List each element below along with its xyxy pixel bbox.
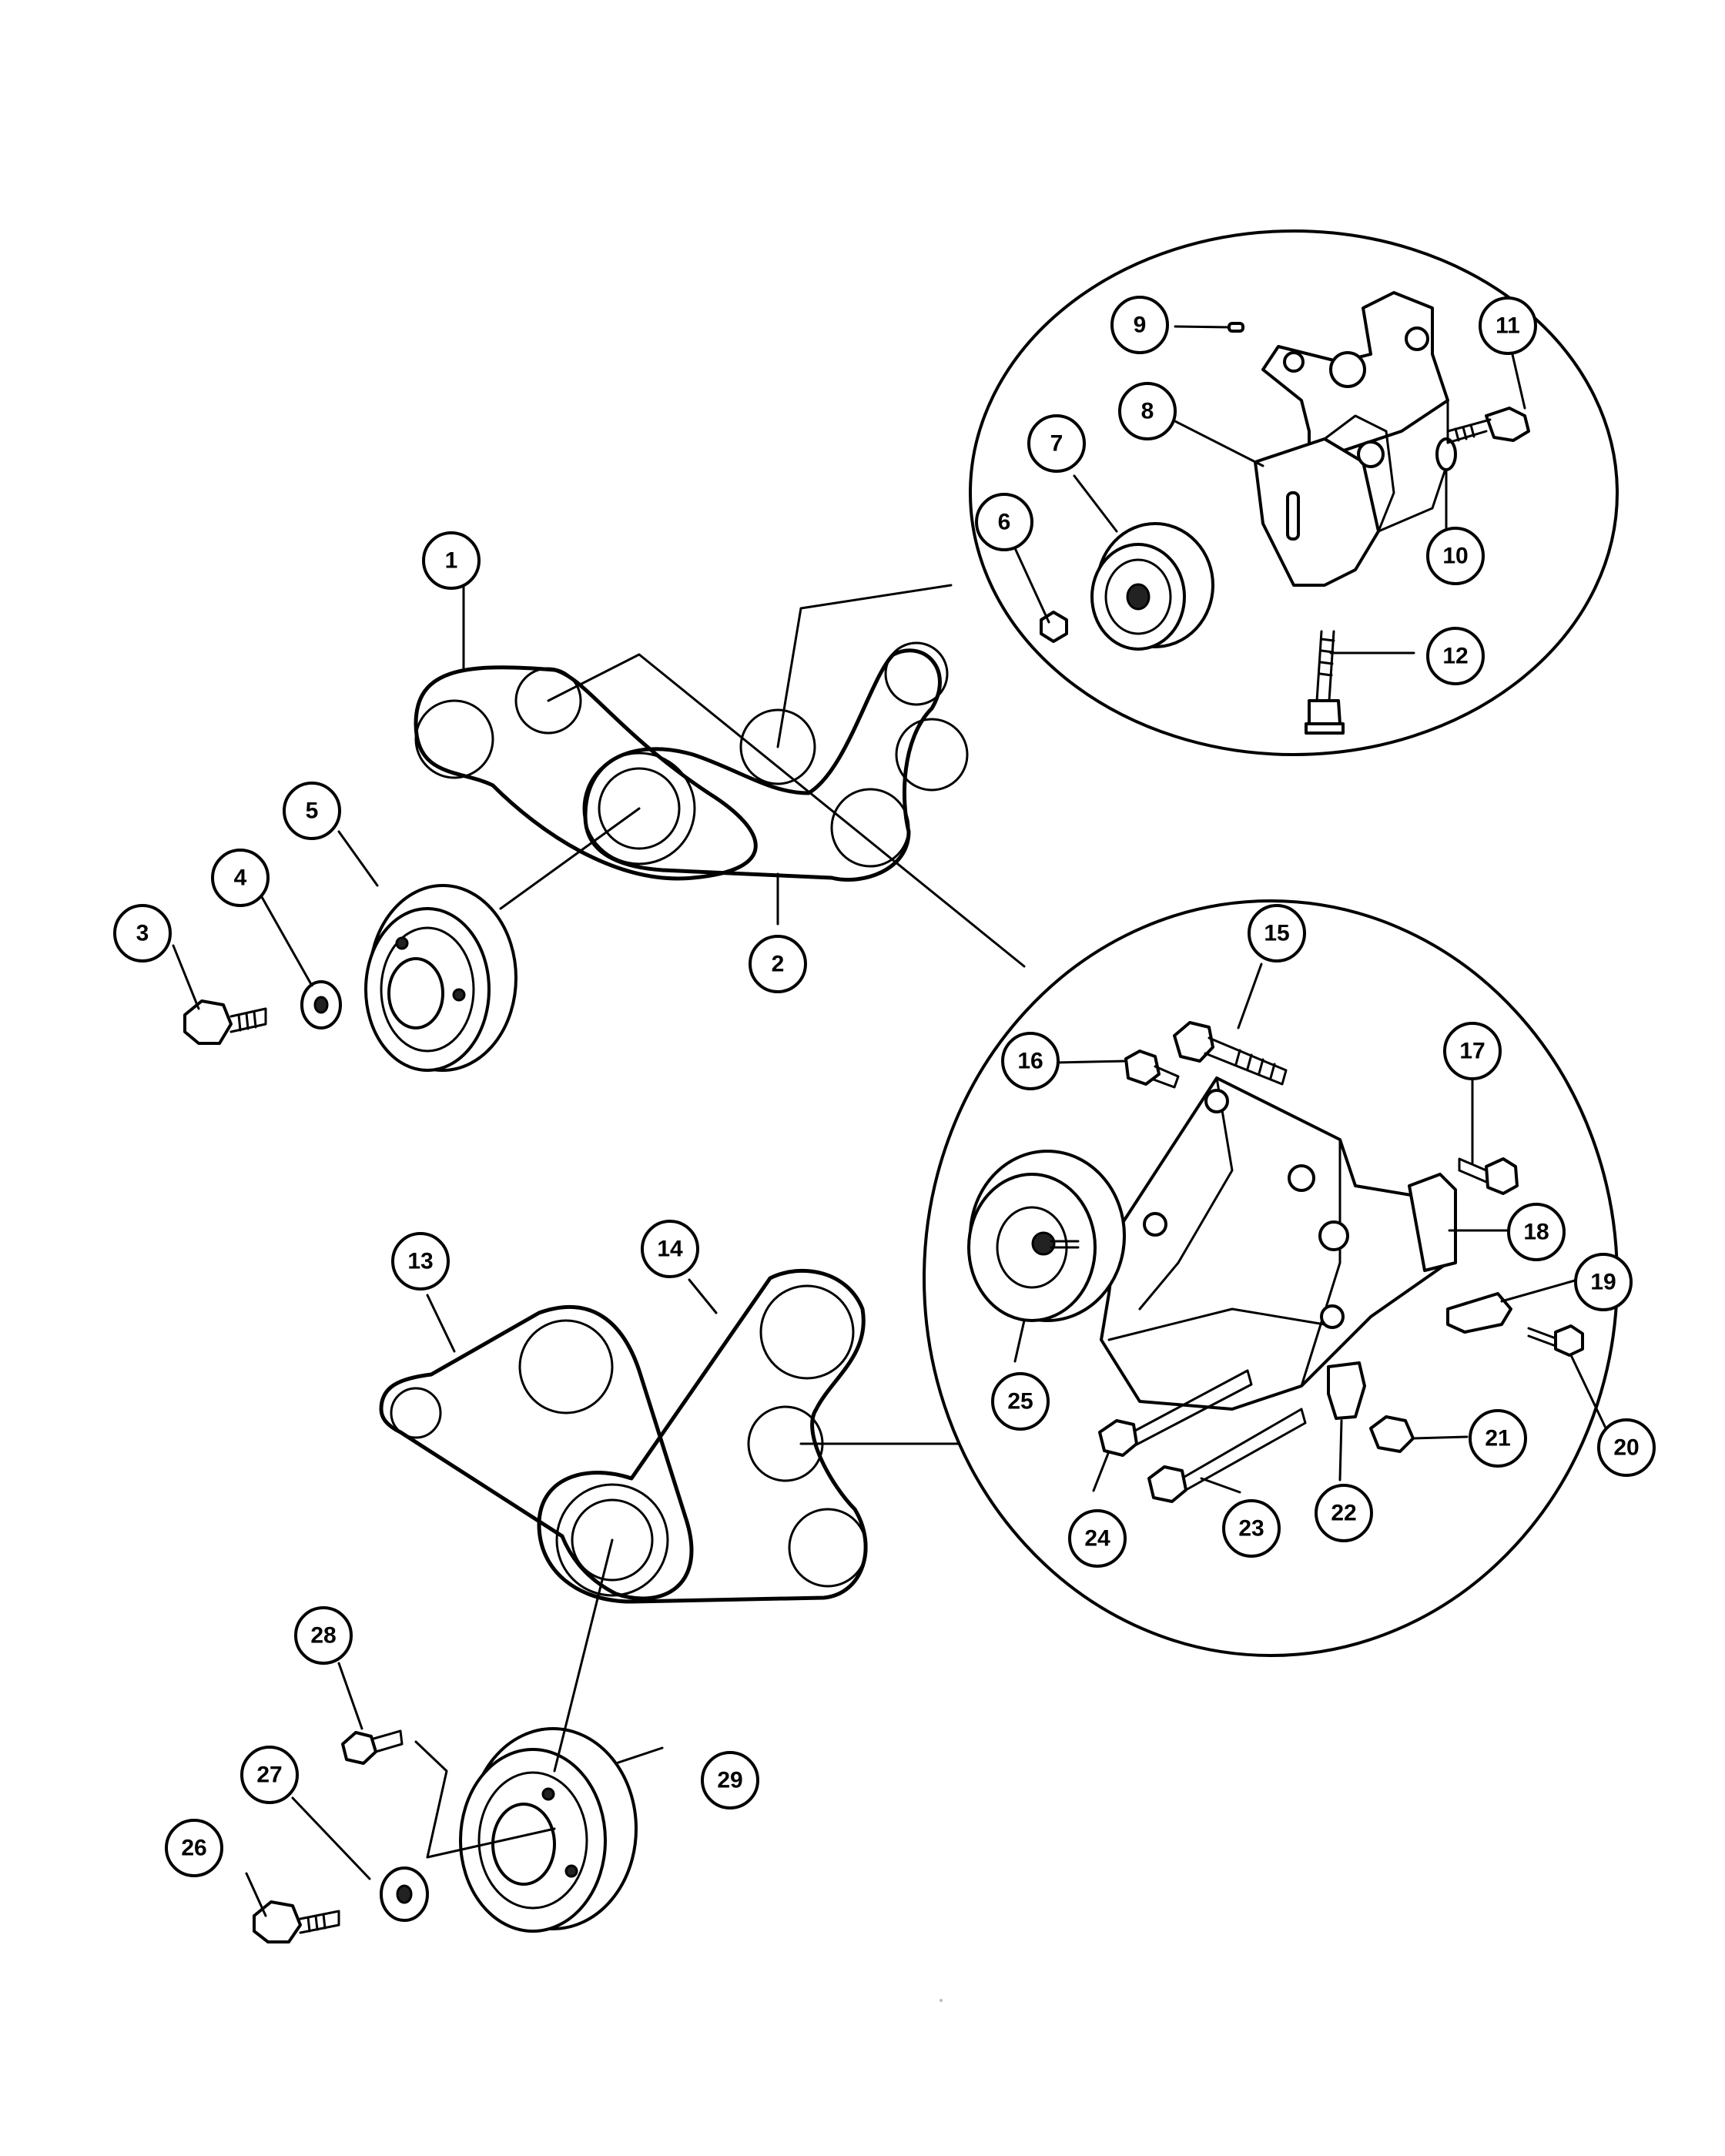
svg-text:5: 5 xyxy=(306,798,319,824)
callout-26: 26 xyxy=(165,1819,223,1877)
svg-text:20: 20 xyxy=(1613,1435,1639,1461)
callout-17: 17 xyxy=(1443,1022,1502,1080)
crankshaft-pulley-part xyxy=(364,884,518,1072)
belt-part-2 xyxy=(583,648,942,882)
belt-part-13 xyxy=(379,1304,694,1601)
svg-text:1: 1 xyxy=(445,548,458,574)
svg-text:3: 3 xyxy=(136,921,149,946)
callout-14: 14 xyxy=(641,1220,699,1278)
bolt-part xyxy=(183,999,267,1045)
idler-pulley-part xyxy=(1090,522,1214,651)
callout-25: 25 xyxy=(991,1372,1050,1431)
callout-2: 2 xyxy=(749,935,807,993)
upper-belt-routing xyxy=(414,641,969,882)
callout-29: 29 xyxy=(701,1751,759,1810)
svg-text:6: 6 xyxy=(998,510,1011,535)
callout-8: 8 xyxy=(1118,382,1177,440)
washer-part xyxy=(396,1884,413,1904)
svg-text:4: 4 xyxy=(234,865,247,891)
svg-text:29: 29 xyxy=(717,1768,742,1793)
svg-text:11: 11 xyxy=(1496,313,1520,339)
callout-20: 20 xyxy=(1597,1418,1656,1477)
lower-belt-routing xyxy=(379,1268,868,1604)
callout-3: 3 xyxy=(113,904,172,962)
svg-text:25: 25 xyxy=(1007,1389,1033,1414)
callout-11: 11 xyxy=(1479,296,1537,355)
bolt-part xyxy=(1173,1021,1288,1086)
long-bolt-part xyxy=(1147,1408,1307,1503)
svg-text:2: 2 xyxy=(772,952,785,977)
long-bolt-part xyxy=(1098,1369,1253,1457)
callout-15: 15 xyxy=(1248,904,1306,962)
pin-part xyxy=(1228,322,1244,333)
bolt-part xyxy=(1446,407,1530,444)
callout-13: 13 xyxy=(391,1232,450,1291)
callout-6: 6 xyxy=(975,493,1033,551)
idler-pulley-part xyxy=(967,1150,1126,1322)
callout-22: 22 xyxy=(1315,1484,1373,1542)
callout-5: 5 xyxy=(283,782,341,840)
belt-part-1 xyxy=(414,665,758,881)
svg-text:14: 14 xyxy=(657,1237,683,1262)
svg-text:9: 9 xyxy=(1134,313,1147,338)
svg-text:27: 27 xyxy=(256,1763,282,1788)
clamp-part xyxy=(1327,1361,1366,1420)
svg-text:21: 21 xyxy=(1485,1426,1510,1451)
svg-text:28: 28 xyxy=(310,1623,336,1649)
clip-part xyxy=(1446,1292,1512,1334)
svg-text:19: 19 xyxy=(1590,1270,1616,1295)
callout-1: 1 xyxy=(422,531,481,590)
detail-ellipse-tensioner xyxy=(969,229,1619,756)
callout-27: 27 xyxy=(240,1746,299,1804)
svg-text:8: 8 xyxy=(1141,399,1154,424)
nut-part xyxy=(1369,1415,1415,1453)
long-bolt-part xyxy=(1305,630,1345,735)
svg-text:12: 12 xyxy=(1442,644,1468,669)
svg-text:17: 17 xyxy=(1459,1039,1485,1064)
svg-text:7: 7 xyxy=(1050,431,1063,457)
callout-23: 23 xyxy=(1222,1499,1281,1558)
callout-19: 19 xyxy=(1574,1253,1633,1311)
bolt-part xyxy=(341,1729,404,1765)
callout-21: 21 xyxy=(1469,1409,1527,1468)
bolt-part xyxy=(1527,1324,1584,1357)
bolt-part xyxy=(1124,1050,1180,1089)
washer-part xyxy=(1435,437,1457,471)
mounting-bracket-part xyxy=(1100,1076,1457,1411)
callout-16: 16 xyxy=(1001,1032,1060,1090)
svg-text:15: 15 xyxy=(1264,921,1289,946)
callout-12: 12 xyxy=(1426,627,1485,685)
callout-28: 28 xyxy=(294,1606,353,1665)
nut-part xyxy=(1040,611,1068,643)
callout-7: 7 xyxy=(1027,414,1086,473)
callout-24: 24 xyxy=(1068,1509,1127,1568)
svg-text:23: 23 xyxy=(1238,1516,1264,1542)
callout-9: 9 xyxy=(1110,296,1169,354)
svg-text:16: 16 xyxy=(1017,1049,1043,1074)
callout-4: 4 xyxy=(211,849,270,907)
belt-part-14 xyxy=(537,1268,868,1604)
svg-text:13: 13 xyxy=(407,1249,433,1274)
leader-lines xyxy=(172,325,1611,1917)
tensioner-bracket-part xyxy=(1254,291,1449,587)
svg-text:26: 26 xyxy=(181,1836,206,1861)
svg-text:10: 10 xyxy=(1442,544,1468,569)
svg-text:22: 22 xyxy=(1331,1501,1356,1526)
svg-text:18: 18 xyxy=(1523,1220,1549,1245)
bolt-part xyxy=(1458,1157,1519,1195)
stray-dot xyxy=(940,1999,943,2002)
svg-text:24: 24 xyxy=(1084,1526,1110,1552)
bolt-part xyxy=(253,1900,340,1943)
callout-10: 10 xyxy=(1426,527,1485,585)
washer-part xyxy=(313,996,329,1014)
callout-18: 18 xyxy=(1507,1203,1566,1261)
